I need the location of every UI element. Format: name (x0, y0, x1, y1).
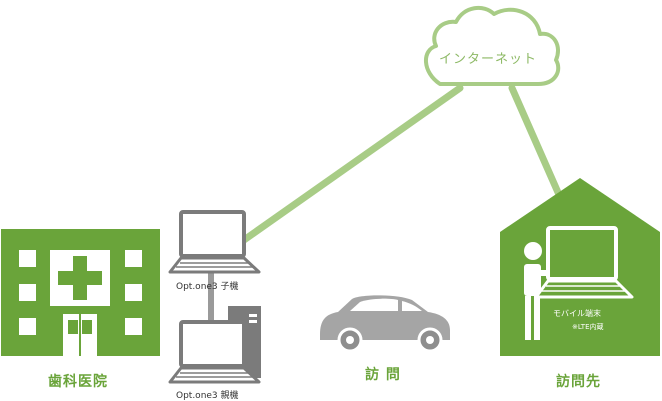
mobile-terminal-label: モバイル端末 (553, 309, 601, 318)
internet-label: インターネット (438, 52, 537, 67)
internet-cloud-icon (424, 5, 561, 86)
clinic-label: 歯科医院 (48, 374, 108, 390)
lte-note: ※LTE内蔵 (572, 323, 604, 331)
connection-line-clinic-internet (240, 84, 464, 244)
destination-label: 訪問先 (556, 374, 601, 390)
visit-label: 訪 問 (365, 367, 401, 383)
child-unit-label: Opt.one3 子機 (176, 282, 239, 292)
device-connector (208, 272, 214, 324)
connection-line-internet-destination (508, 84, 564, 201)
mobile-terminal-icon (534, 226, 634, 299)
clinic-building-icon (1, 229, 160, 356)
parent-unit-label: Opt.one3 親機 (176, 391, 239, 401)
parent-laptop-icon (168, 320, 261, 384)
child-laptop-icon (168, 210, 261, 274)
car-icon (320, 295, 450, 353)
